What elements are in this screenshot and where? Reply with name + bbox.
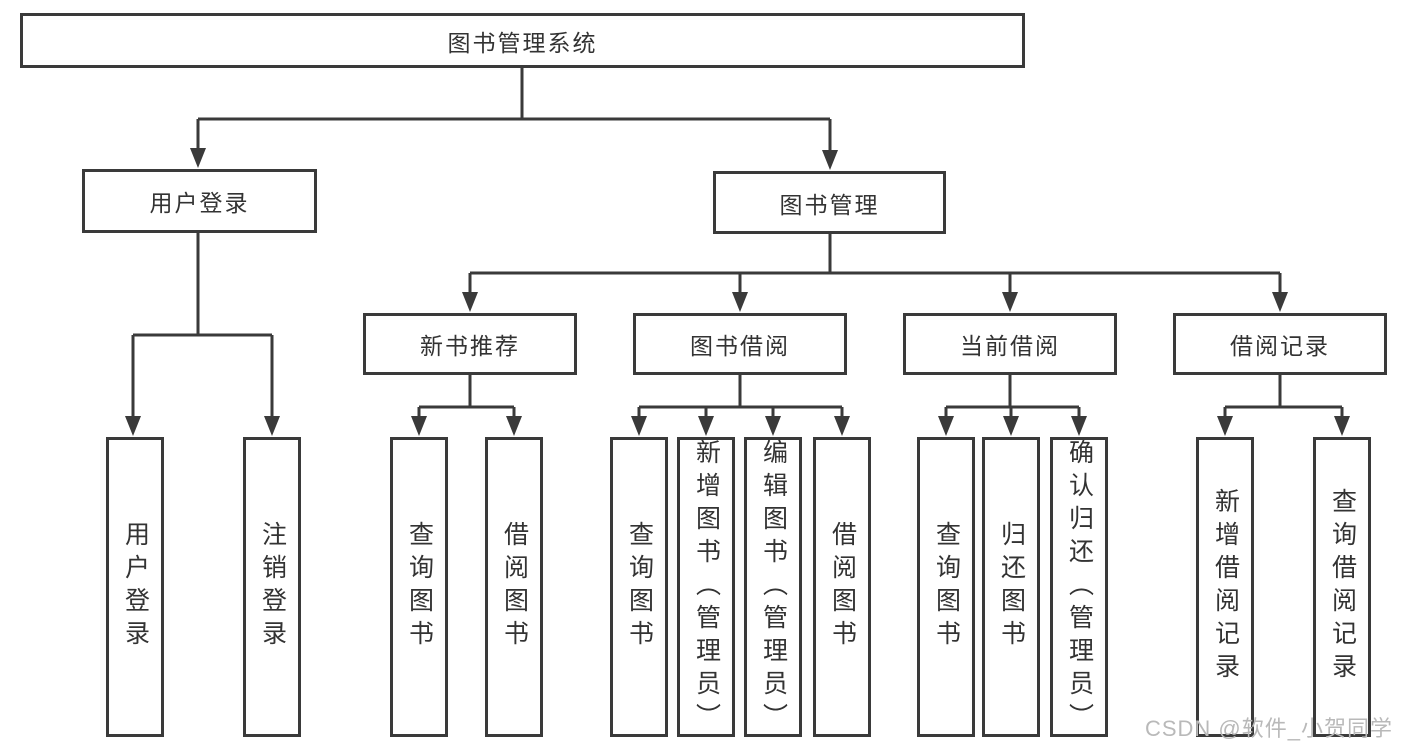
connector-paths [131,67,1344,418]
leaf-add-book-admin: 新增图书（管理员） [677,437,735,737]
leaf-logout-label: 注销登录 [258,521,287,653]
leaf-borrow-books-label: 借阅图书 [828,521,857,653]
leaf-query-borrow-record-label: 查询借阅记录 [1328,488,1357,686]
leaf-query-books-current: 查询图书 [917,437,975,737]
leaf-edit-book-admin: 编辑图书（管理员） [744,437,802,737]
node-user-login: 用户登录 [82,169,317,233]
csdn-watermark: CSDN @软件_小贺同学 [1144,716,1393,741]
node-borrow-records-label: 借阅记录 [1230,333,1330,359]
node-root-label: 图书管理系统 [447,29,598,56]
node-borrow-records: 借阅记录 [1173,313,1387,375]
arrowheads [125,148,1350,436]
node-book-borrow-label: 图书借阅 [690,333,790,359]
leaf-query-books-recommend-label: 查询图书 [405,521,434,653]
node-new-book-recommend-label: 新书推荐 [420,333,520,359]
leaf-query-books-borrow: 查询图书 [610,437,668,737]
node-current-borrow-label: 当前借阅 [960,333,1060,359]
leaf-borrow-books: 借阅图书 [813,437,871,737]
node-book-borrow: 图书借阅 [633,313,847,375]
node-current-borrow: 当前借阅 [903,313,1117,375]
leaf-query-books-borrow-label: 查询图书 [625,521,654,653]
leaf-return-book: 归还图书 [982,437,1040,737]
node-user-login-label: 用户登录 [149,190,250,216]
leaf-add-borrow-record-label: 新增借阅记录 [1211,488,1240,686]
node-book-management-label: 图书管理 [779,191,880,218]
leaf-confirm-return-admin: 确认归还（管理员） [1050,437,1108,737]
node-root: 图书管理系统 [20,13,1025,68]
leaf-user-login-label: 用户登录 [121,521,150,653]
leaf-logout: 注销登录 [243,437,301,737]
node-book-management: 图书管理 [713,171,946,234]
leaf-query-borrow-record: 查询借阅记录 [1313,437,1371,737]
leaf-borrow-books-recommend-label: 借阅图书 [500,521,529,653]
leaf-user-login: 用户登录 [106,437,164,737]
leaf-add-borrow-record: 新增借阅记录 [1196,437,1254,737]
leaf-confirm-return-admin-label: 确认归还（管理员） [1065,438,1094,736]
leaf-edit-book-admin-label: 编辑图书（管理员） [759,438,788,736]
leaf-add-book-admin-label: 新增图书（管理员） [692,438,721,736]
leaf-borrow-books-recommend: 借阅图书 [485,437,543,737]
node-new-book-recommend: 新书推荐 [363,313,577,375]
leaf-query-books-current-label: 查询图书 [932,521,961,653]
leaf-return-book-label: 归还图书 [997,521,1026,653]
leaf-query-books-recommend: 查询图书 [390,437,448,737]
